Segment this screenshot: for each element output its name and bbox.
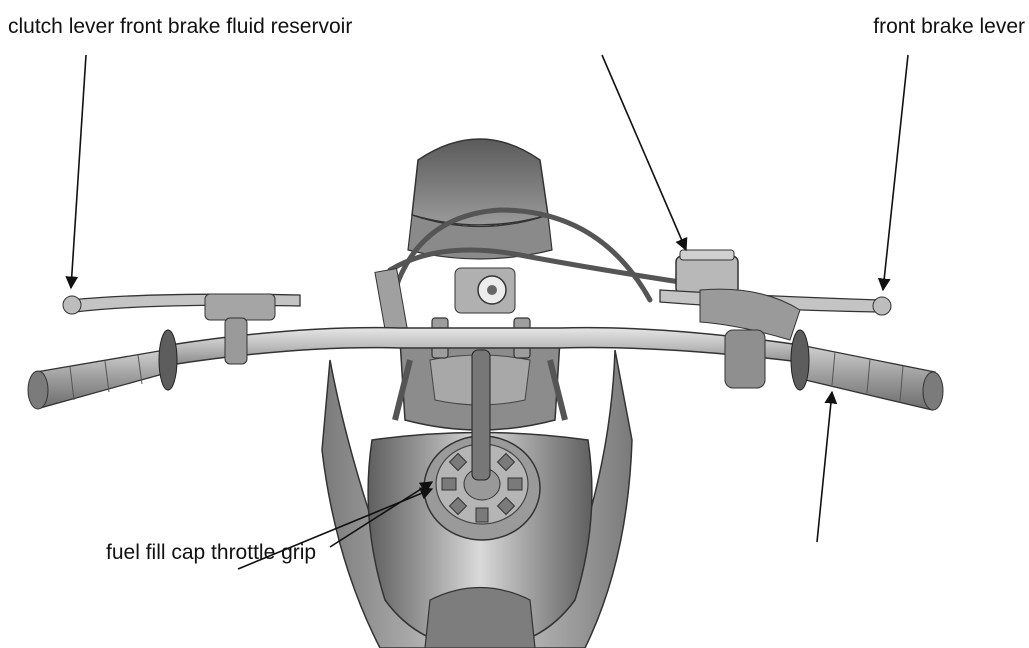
arrow-front-brake-lever	[877, 54, 909, 292]
fuel-fill-cap	[423, 435, 541, 541]
left-grip	[27, 329, 178, 410]
cables	[387, 207, 703, 303]
leader-arrows	[65, 54, 909, 570]
label-top-left: clutch lever front brake fluid reservoir	[8, 15, 353, 38]
arrow-clutch-lever	[65, 54, 87, 290]
steering-head	[374, 267, 516, 333]
label-front-brake-lever: front brake lever	[873, 15, 1025, 38]
brake-fluid-reservoir	[675, 249, 739, 295]
clutch-lever	[62, 293, 301, 365]
arrow-fuel-fill-cap	[329, 481, 434, 548]
arrow-throttle-grip-right	[816, 390, 838, 543]
throttle-grip	[790, 329, 944, 411]
front-fender	[407, 138, 553, 260]
arrow-throttle-grip	[237, 487, 434, 570]
front-brake-lever	[659, 288, 892, 389]
label-bottom: fuel fill cap throttle grip	[106, 541, 317, 564]
arrow-brake-reservoir	[601, 54, 688, 252]
